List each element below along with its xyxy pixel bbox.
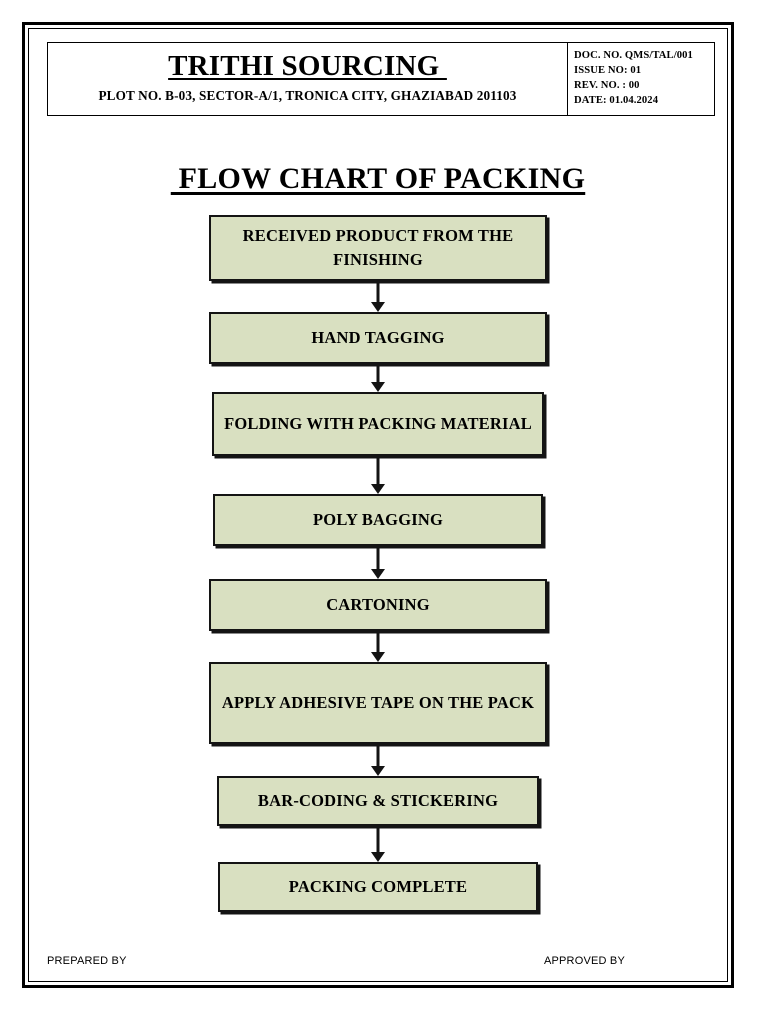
arrow-down-icon <box>371 744 385 776</box>
issue-number: ISSUE NO: 01 <box>574 65 642 77</box>
flow-node-n3: FOLDING WITH PACKING MATERIAL <box>212 392 544 456</box>
arrow-down-icon <box>371 281 385 312</box>
flow-node-n5: CARTONING <box>209 579 547 631</box>
revision-number: REV. NO. : 00 <box>574 80 640 92</box>
arrow-down-icon <box>371 826 385 862</box>
document-date: DATE: 01.04.2024 <box>574 95 659 107</box>
flow-node-n1: RECEIVED PRODUCT FROM THE FINISHING <box>209 215 547 281</box>
flow-node-row: RECEIVED PRODUCT FROM THE FINISHING <box>29 215 727 281</box>
arrow-down-icon <box>371 631 385 662</box>
document-page-inner: TRITHI SOURCING PLOT NO. B-03, SECTOR-A/… <box>28 28 728 982</box>
doc-number: DOC. NO. QMS/TAL/001 <box>574 50 693 61</box>
flow-arrow-n2-to-n3 <box>29 364 727 392</box>
flow-arrow-n4-to-n5 <box>29 546 727 579</box>
flow-node-row: CARTONING <box>29 579 727 631</box>
flow-node-n4: POLY BAGGING <box>213 494 543 546</box>
prepared-by-label: PREPARED BY <box>47 955 127 967</box>
flow-node-row: APPLY ADHESIVE TAPE ON THE PACK <box>29 662 727 744</box>
flow-node-n2: HAND TAGGING <box>209 312 547 364</box>
page-title: FLOW CHART OF PACKING <box>170 162 586 195</box>
document-control-cell: DOC. NO. QMS/TAL/001 ISSUE NO: 01 REV. N… <box>568 43 714 115</box>
flow-node-row: POLY BAGGING <box>29 494 727 546</box>
company-address: PLOT NO. B-03, SECTOR-A/1, TRONICA CITY,… <box>98 87 517 103</box>
document-footer: PREPARED BY APPROVED BY <box>47 955 709 967</box>
approved-by-label: APPROVED BY <box>543 955 625 967</box>
document-page-border: TRITHI SOURCING PLOT NO. B-03, SECTOR-A/… <box>22 22 734 988</box>
flow-arrow-n5-to-n6 <box>29 631 727 662</box>
flow-node-n7: BAR-CODING & STICKERING <box>217 776 539 826</box>
flow-node-n8: PACKING COMPLETE <box>218 862 538 912</box>
flow-node-row: HAND TAGGING <box>29 312 727 364</box>
flow-node-row: PACKING COMPLETE <box>29 862 727 912</box>
document-header: TRITHI SOURCING PLOT NO. B-03, SECTOR-A/… <box>47 42 715 116</box>
arrow-down-icon <box>371 456 385 494</box>
company-name: TRITHI SOURCING <box>168 50 447 83</box>
flow-node-row: BAR-CODING & STICKERING <box>29 776 727 826</box>
flow-node-row: FOLDING WITH PACKING MATERIAL <box>29 392 727 456</box>
arrow-down-icon <box>371 546 385 579</box>
packing-flowchart: RECEIVED PRODUCT FROM THE FINISHING HAND … <box>29 215 727 912</box>
flow-arrow-n7-to-n8 <box>29 826 727 862</box>
flow-arrow-n1-to-n2 <box>29 281 727 312</box>
flow-arrow-n3-to-n4 <box>29 456 727 494</box>
arrow-down-icon <box>371 364 385 392</box>
flow-arrow-n6-to-n7 <box>29 744 727 776</box>
company-identity-cell: TRITHI SOURCING PLOT NO. B-03, SECTOR-A/… <box>48 43 568 115</box>
flow-node-n6: APPLY ADHESIVE TAPE ON THE PACK <box>209 662 547 744</box>
